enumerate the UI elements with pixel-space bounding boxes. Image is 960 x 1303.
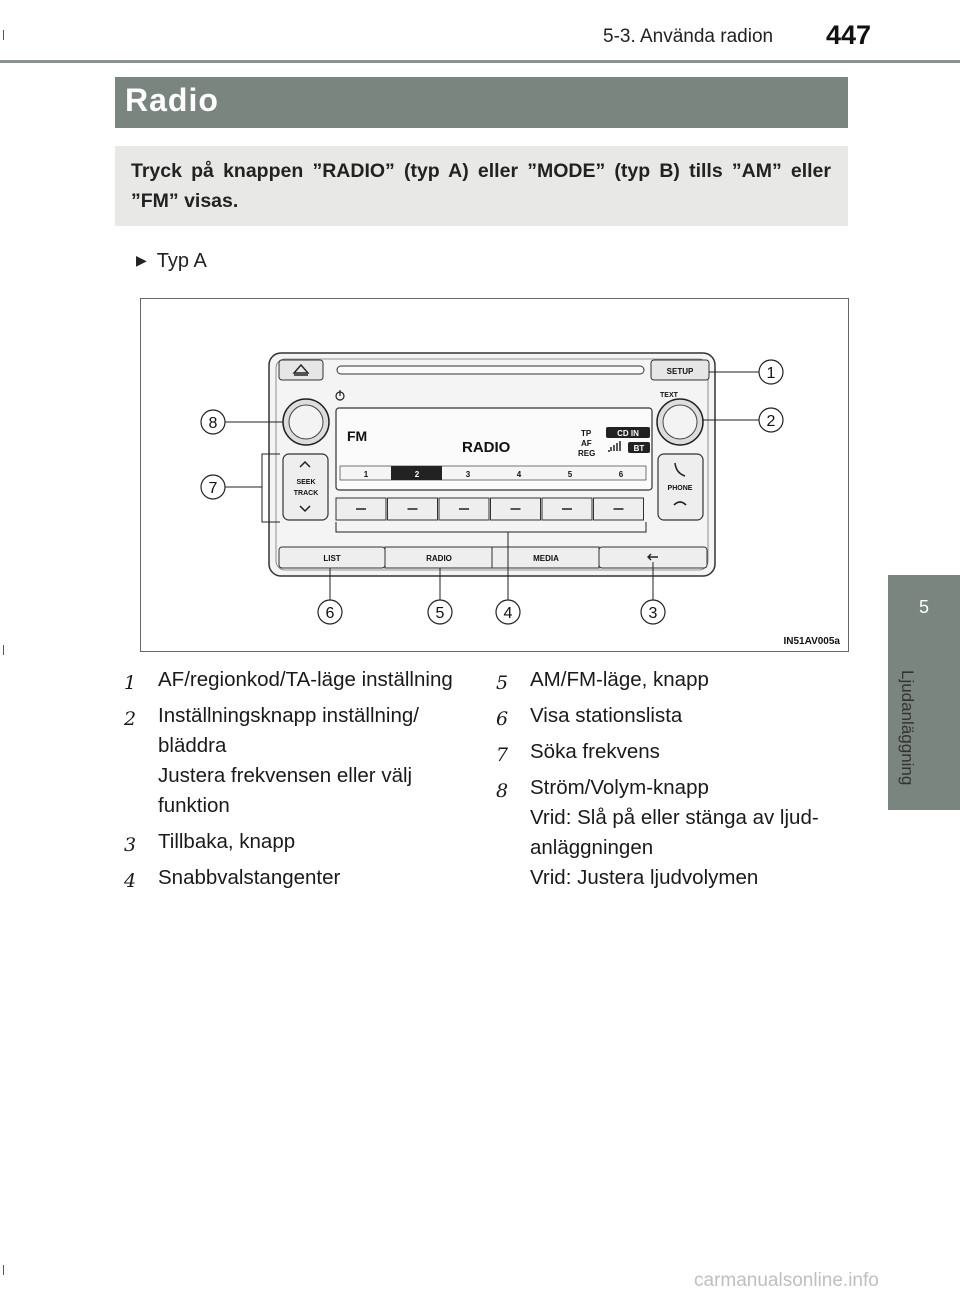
phone-label: PHONE [668, 485, 693, 492]
legend-number: 1 [124, 672, 137, 694]
page-number: 447 [826, 20, 872, 50]
legend-text: AF/regionkod/TA-läge inställning [158, 668, 453, 691]
legend-number: 4 [124, 870, 137, 892]
legend-text: Vrid: Slå på eller stänga av ljud- [530, 806, 819, 829]
phone-hang-up-icon [673, 501, 687, 506]
legend-text: Tillbaka, knapp [158, 830, 296, 853]
text-label: TEXT [660, 392, 679, 399]
section-title: Radio [125, 82, 219, 118]
display-bt: BT [634, 444, 645, 453]
cd-slot [336, 365, 645, 375]
preset-label: 1 [364, 470, 369, 479]
display-reg: REG [578, 449, 595, 458]
section-title-bar [115, 77, 848, 128]
display-af: AF [581, 439, 592, 448]
radio-panel-figure: SETUP TEXT FM RADIO TP AF REG CD IN BT 1… [200, 352, 840, 647]
crop-mark [3, 645, 4, 655]
track-label: TRACK [294, 490, 319, 497]
phone-button [657, 453, 704, 521]
legend-text: Söka frekvens [530, 740, 660, 763]
list-label: LIST [323, 554, 340, 563]
callout-circle [758, 407, 784, 433]
legend-number: 7 [496, 744, 509, 766]
figure-id-label: IN51AV005a [783, 636, 840, 647]
intro-box [115, 146, 848, 226]
callout-circle [200, 409, 226, 435]
eject-icon [292, 363, 310, 376]
setup-button [650, 359, 710, 381]
signal-icon [608, 441, 621, 452]
legend-number: 6 [496, 708, 509, 730]
callout-number: 3 [649, 605, 658, 622]
callout-circle [640, 599, 666, 625]
legend-number: 8 [496, 780, 509, 802]
legend-number: 3 [124, 834, 137, 856]
seek-bracket [261, 453, 280, 523]
crop-mark [3, 1265, 4, 1275]
callout-number: 7 [209, 480, 218, 497]
seek-up-icon [299, 460, 311, 468]
callout-circle [200, 474, 226, 500]
header-rule [0, 60, 960, 63]
callout-circle [758, 359, 784, 385]
type-label-text: Typ A [156, 250, 207, 272]
leader-lines [225, 371, 760, 600]
radio-label: RADIO [426, 554, 452, 563]
legend-text: Inställningsknapp inställning/ [158, 704, 419, 727]
chapter-label-wrap: Ljudanläggning [893, 670, 923, 810]
chapter-number: 5 [918, 597, 929, 617]
callout-number: 5 [436, 605, 445, 622]
triangle-bullet-icon: ▶ [136, 252, 147, 268]
legend-text: Visa stationslista [530, 704, 683, 727]
callout-number: 4 [504, 605, 513, 622]
phone-off-hook-icon [674, 462, 686, 477]
media-label: MEDIA [533, 554, 559, 563]
seek-label: SEEK [296, 479, 315, 486]
preset-label: 3 [466, 470, 471, 479]
legend-number: 2 [124, 708, 137, 730]
callout-circle [317, 599, 343, 625]
legend-text: Snabbvalstangenter [158, 866, 341, 889]
callout-number: 2 [767, 413, 776, 430]
preset-strip [339, 465, 647, 481]
callout-number: 8 [209, 415, 218, 432]
running-header: 5-3. Använda radion [603, 26, 774, 47]
callout-circle [427, 599, 453, 625]
display-mode: RADIO [462, 439, 511, 456]
legend-text: anläggningen [530, 836, 654, 859]
callout-number: 1 [767, 365, 776, 382]
back-arrow-icon [647, 553, 658, 561]
legend-text: Vrid: Justera ljudvolymen [530, 866, 759, 889]
setup-label: SETUP [667, 367, 694, 376]
preset-label: 5 [568, 470, 573, 479]
display-band: FM [347, 428, 367, 444]
chapter-side-tab [888, 575, 960, 810]
panel-inner-edge [275, 358, 709, 571]
display-tp: TP [581, 429, 592, 438]
legend-text: bläddra [158, 734, 227, 757]
type-label: ▶ Typ A [136, 250, 207, 273]
bt-badge [628, 442, 650, 453]
legend-text: AM/FM-läge, knapp [530, 668, 709, 691]
watermark: carmanualsonline.info [694, 1270, 879, 1291]
eject-button [278, 359, 324, 381]
cdin-badge [606, 427, 650, 438]
preset-label: 6 [619, 470, 624, 479]
crop-mark [3, 30, 4, 40]
preset-label: 4 [517, 470, 522, 479]
legend-text: funktion [158, 794, 230, 817]
legend-text: Justera frekvensen eller välj [158, 764, 413, 787]
callout-circle [495, 599, 521, 625]
legend-number: 5 [496, 672, 509, 694]
preset-label: 2 [415, 470, 420, 479]
intro-text: Tryck på knappen ”RADIO” (typ A) eller ”… [131, 160, 831, 212]
callout-number: 6 [326, 605, 335, 622]
display-cdin: CD IN [617, 429, 639, 438]
legend-text: Ström/Volym-knapp [530, 776, 709, 799]
seek-track-button [282, 453, 329, 521]
seek-down-icon [299, 505, 311, 513]
chapter-label: Ljudanläggning [898, 670, 917, 786]
